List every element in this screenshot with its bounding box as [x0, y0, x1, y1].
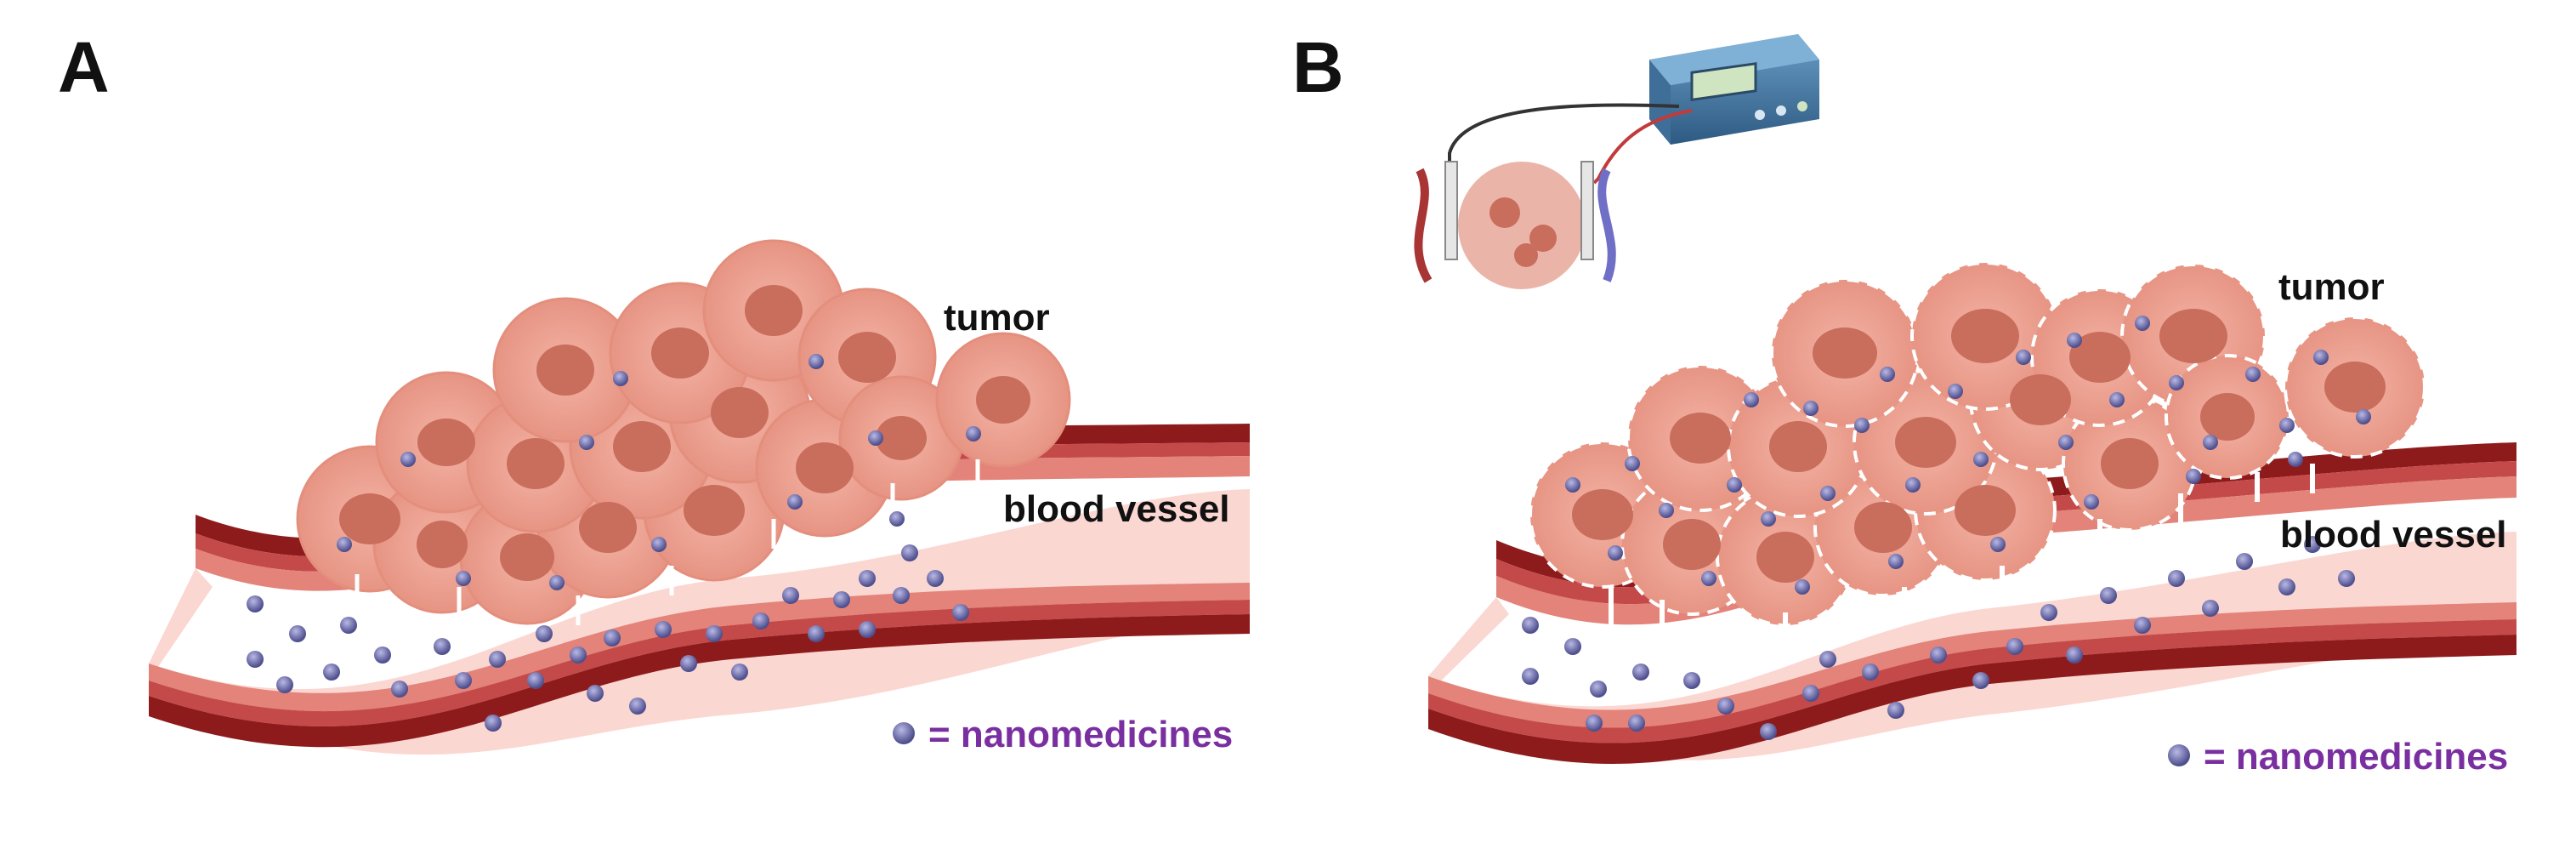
blood-vessel-label-b: blood vessel — [2280, 514, 2507, 555]
tumor-electrode-icon — [1414, 161, 1616, 289]
legend-b: = nanomedicines — [2168, 736, 2508, 777]
nanoparticle-legend-icon — [893, 722, 915, 744]
endothelial-gaps-b — [1609, 464, 2315, 651]
tumor-label-a: tumor — [944, 297, 1050, 339]
nanoparticles-a — [247, 354, 981, 732]
legend-text-a: = nanomedicines — [928, 714, 1233, 755]
legend-text-b: = nanomedicines — [2204, 736, 2508, 777]
panel-a: A — [58, 27, 1250, 755]
tumor-label-b: tumor — [2278, 266, 2385, 308]
panel-b-letter: B — [1292, 27, 1344, 107]
nanoparticles-b — [1522, 316, 2371, 740]
electroporator-device-icon — [1649, 34, 1819, 145]
blood-vessel-label-a: blood vessel — [1003, 488, 1230, 530]
panel-b: B — [1292, 27, 2516, 777]
endothelial-gaps-a — [355, 459, 980, 625]
tumor-a — [296, 239, 1071, 625]
legend-a: = nanomedicines — [893, 714, 1233, 755]
nanoparticle-legend-icon — [2168, 744, 2190, 766]
panel-a-letter: A — [58, 27, 110, 107]
